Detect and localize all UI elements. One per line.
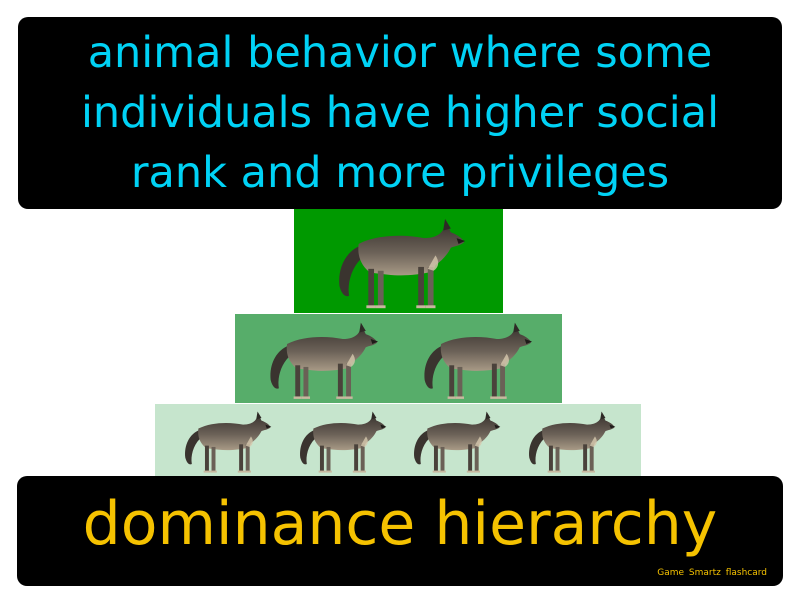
wolf-icon [329,217,469,313]
wolf-icon [295,410,387,476]
pyramid-tier-top [294,209,503,313]
wolf-icon [180,410,272,476]
wolf-icon [409,410,501,476]
wolf-icon [418,321,533,403]
pyramid-tier-middle [235,314,562,403]
wolf-icon [524,410,616,476]
definition-box: animal behavior where some individuals h… [18,17,782,209]
definition-text: animal behavior where some individuals h… [80,28,720,198]
brand-label: Game Smartz flashcard [657,568,767,578]
wolf-icon [264,321,379,403]
term-text: dominance hierarchy [82,489,718,559]
term-box: dominance hierarchy Game Smartz flashcar… [17,476,783,586]
pyramid-tier-bottom [155,404,641,476]
